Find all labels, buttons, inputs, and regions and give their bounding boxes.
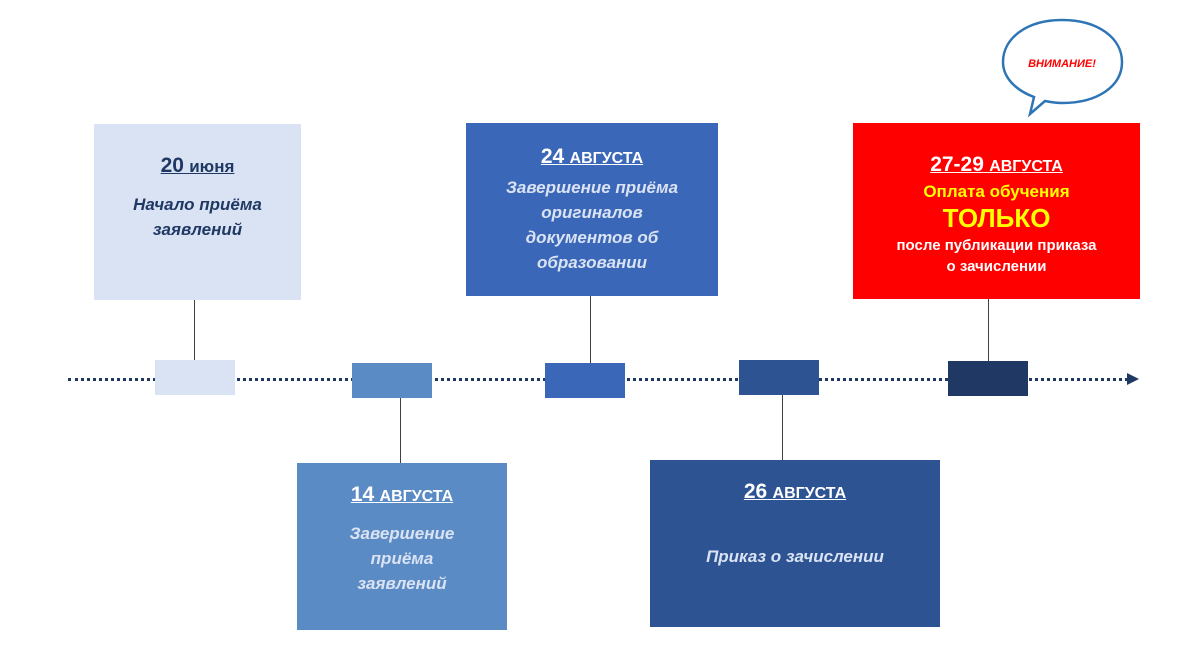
event-month: июня xyxy=(189,157,235,176)
event-day: 24 xyxy=(540,145,565,168)
event-day: 27-29 xyxy=(930,153,984,176)
connector-3 xyxy=(590,296,591,363)
event-card-august-27-29: 27-29 АВГУСТА Оплата обучения ТОЛЬКО пос… xyxy=(853,123,1140,299)
event-day: 14 xyxy=(350,483,375,506)
event-card-august-26: 26 АВГУСТА Приказ о зачислении xyxy=(650,460,940,627)
event-day: 20 xyxy=(160,154,184,177)
event-day: 26 xyxy=(743,480,768,503)
timeline-marker-1 xyxy=(155,360,235,395)
timeline-marker-2 xyxy=(352,363,432,398)
event-month: АВГУСТА xyxy=(989,158,1063,175)
event-date: 24 АВГУСТА xyxy=(541,145,643,169)
event-date: 14 АВГУСТА xyxy=(351,483,453,507)
event-date: 20 июня xyxy=(161,154,235,178)
callout-text: ВНИМАНИЕ! xyxy=(1028,58,1096,70)
event-card-august-14: 14 АВГУСТА Завершение приёма заявлений xyxy=(297,463,507,630)
event-date: 27-29 АВГУСТА xyxy=(930,153,1063,177)
event-description: Завершение приёма оригиналов документов … xyxy=(505,178,679,272)
event-description: Приказ о зачислении xyxy=(706,547,884,566)
event-card-june-20: 20 июня Начало приёма заявлений xyxy=(94,124,301,300)
event-month: АВГУСТА xyxy=(772,485,847,502)
connector-1 xyxy=(194,300,195,360)
payment-heading: Оплата обучения xyxy=(923,182,1070,201)
connector-4 xyxy=(782,395,783,460)
payment-note: после публикации приказа о зачислении xyxy=(896,237,1097,275)
connector-2 xyxy=(400,398,401,463)
only-emphasis: ТОЛЬКО xyxy=(942,203,1051,233)
event-description: Начало приёма заявлений xyxy=(133,195,262,239)
event-card-august-24: 24 АВГУСТА Завершение приёма оригиналов … xyxy=(466,123,718,296)
timeline-arrowhead xyxy=(1127,373,1139,385)
event-month: АВГУСТА xyxy=(569,150,644,167)
event-date: 26 АВГУСТА xyxy=(744,480,846,504)
timeline-marker-5 xyxy=(948,361,1028,396)
event-description: Завершение приёма заявлений xyxy=(349,524,455,593)
connector-5 xyxy=(988,299,989,361)
timeline-marker-4 xyxy=(739,360,819,395)
timeline-marker-3 xyxy=(545,363,625,398)
event-month: АВГУСТА xyxy=(379,488,454,505)
speech-bubble-shape xyxy=(1001,18,1124,118)
